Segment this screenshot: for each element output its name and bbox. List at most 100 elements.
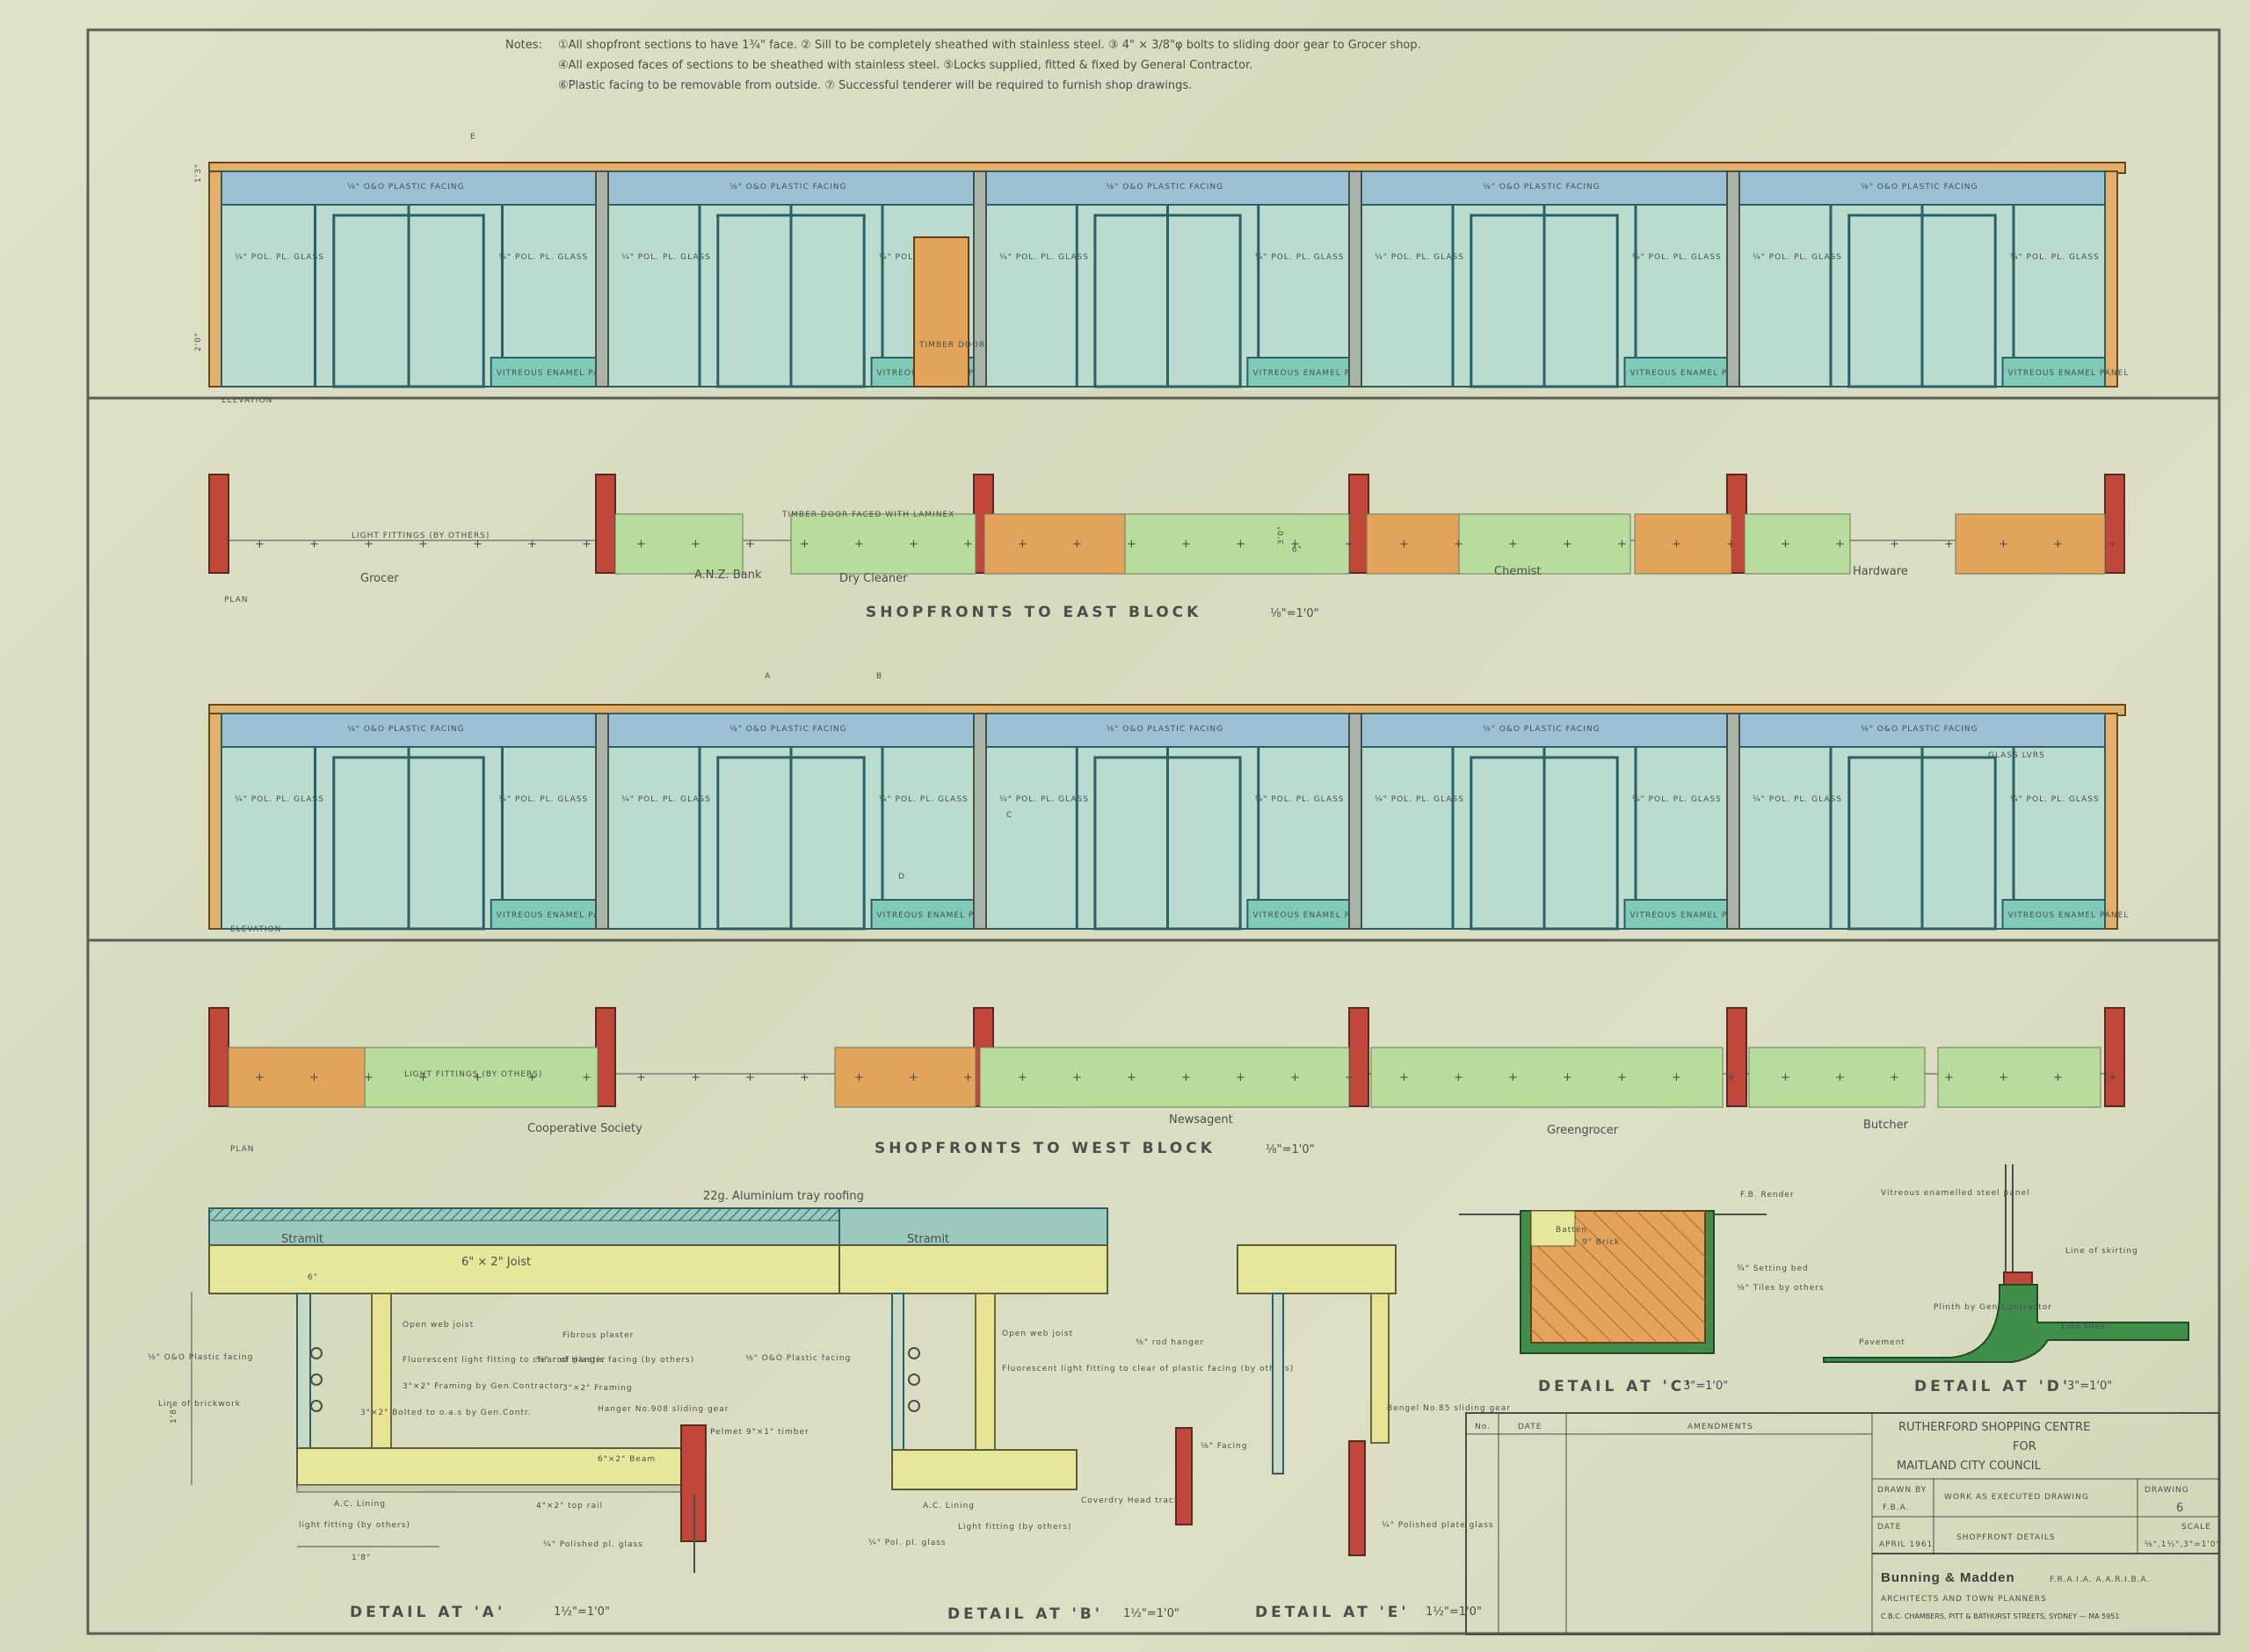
light-fitting-mark: + [364, 538, 374, 551]
end-post-right [2104, 170, 2118, 388]
detail-d-vitreous: Vitreous enamelled steel panel [1881, 1189, 2030, 1198]
enamel-panel [490, 357, 597, 388]
detail-c-batten-label: Batten [1556, 1226, 1587, 1235]
light-fitting-mark: + [364, 1071, 374, 1084]
brick-pier [2104, 474, 2125, 574]
plastic-facing-label: ⅛" O&O PLASTIC FACING [1483, 725, 1600, 734]
east-dim-bottom: 2'0" [194, 332, 203, 351]
floor-tile-area [1366, 513, 1460, 575]
glass-label: ¼" POL. PL. GLASS [1632, 253, 1722, 262]
section-mark-c: C [1006, 811, 1012, 820]
light-fitting-mark: + [909, 538, 918, 551]
detail-e-sliding: Bengel No.85 sliding gear [1387, 1404, 1511, 1413]
light-fitting-mark: + [1617, 538, 1627, 551]
light-fitting-mark: + [1835, 538, 1845, 551]
light-fitting-mark: + [963, 538, 973, 551]
construction-details: 22g. Aluminium tray roofing Stramit 6" ×… [148, 1164, 2189, 1623]
column [1726, 170, 1740, 388]
detail-a-ac-lining [296, 1484, 685, 1493]
detail-a-light-1 [310, 1347, 323, 1359]
light-fitting-mark: + [1563, 538, 1572, 551]
plastic-facing [221, 713, 597, 748]
detail-b-ac: A.C. Lining [923, 1502, 975, 1511]
tb-col-amend: AMENDMENTS [1688, 1423, 1753, 1431]
column [1348, 713, 1362, 930]
entry-door [332, 756, 485, 931]
entry-door [716, 214, 866, 388]
light-fitting-mark: + [255, 1071, 265, 1084]
tb-drawn-by: F.B.A. [1883, 1503, 1910, 1512]
tb-subject: SHOPFRONT DETAILS [1956, 1533, 2056, 1542]
note-line-1: ①All shopfront sections to have 1¾" face… [558, 39, 1421, 52]
detail-d-pavement [1823, 1284, 2189, 1363]
entry-door [716, 756, 866, 931]
detail-a-top-rail: 4"×2" top rail [536, 1502, 603, 1511]
section-mark-b: B [876, 672, 882, 681]
tb-work: WORK AS EXECUTED DRAWING [1944, 1493, 2089, 1502]
plastic-facing-label: ⅛" O&O PLASTIC FACING [1107, 725, 1224, 734]
detail-a-roofing: 22g. Aluminium tray roofing [703, 1190, 864, 1203]
light-fitting-mark: + [1345, 1071, 1354, 1084]
light-fitting-mark: + [1290, 1071, 1300, 1084]
shop-dry-cleaner: Dry Cleaner [839, 572, 908, 585]
detail-a-fluorescent: Fluorescent light fitting to clear of pl… [403, 1356, 694, 1365]
panel-label: VITREOUS ENAMEL PANEL [1630, 911, 1752, 920]
detail-e-scale: 1½"=1'0" [1426, 1605, 1482, 1619]
display-area [1458, 513, 1631, 575]
light-fitting-mark: + [1399, 538, 1409, 551]
light-fitting-mark: + [1999, 1071, 2008, 1084]
detail-a-beam-label: 6"×2" Beam [598, 1455, 656, 1464]
detail-d-lino: Lino tiles [2061, 1322, 2105, 1331]
west-block-scale: ⅛"=1'0" [1266, 1143, 1315, 1156]
detail-a-roof-tray [208, 1207, 880, 1221]
enamel-panel [1246, 899, 1350, 930]
timber-door [913, 236, 969, 388]
detail-a-rod: ⅜" rod Hanger [536, 1356, 606, 1365]
light-fitting-mark: + [582, 538, 592, 551]
glass-label: ¼" POL. PL. GLASS [879, 795, 969, 804]
brick-pier [208, 1007, 229, 1107]
glass-label: ¼" POL. PL. GLASS [2010, 795, 2100, 804]
light-fitting-mark: + [1672, 538, 1681, 551]
floor-tile-area [228, 1047, 366, 1108]
tb-drawing-no: 6 [2176, 1502, 2183, 1515]
detail-b-roof [838, 1207, 1108, 1246]
plastic-facing-label: ⅛" O&O PLASTIC FACING [729, 183, 847, 192]
glass-label: ¼" POL. PL. GLASS [2010, 253, 2100, 262]
west-elevation: ⅛" O&O PLASTIC FACING ¼" POL. PL. GLASS ¼"… [88, 704, 2219, 942]
detail-a-glass-label: ¼" Polished pl. glass [543, 1540, 643, 1549]
glass-label: ¼" POL. PL. GLASS [621, 253, 711, 262]
enamel-panel [1623, 357, 1729, 388]
detail-b-joist [838, 1244, 1108, 1294]
light-fitting-mark: + [1944, 538, 1954, 551]
floor-tile-area [1955, 513, 2106, 575]
tb-drawing-label: DRAWING [2145, 1486, 2189, 1495]
shop-newsagent: Newsagent [1169, 1113, 1233, 1127]
light-fitting-mark: + [1944, 1071, 1954, 1084]
light-fitting-mark: + [1399, 1071, 1409, 1084]
shop-greengrocer: Greengrocer [1547, 1124, 1619, 1137]
display-area [1937, 1047, 2101, 1108]
entry-door [1470, 756, 1619, 931]
floor-tile-area [1634, 513, 1732, 575]
panel-label: VITREOUS ENAMEL PANEL [497, 369, 618, 378]
detail-c-render-label: F.B. Render [1740, 1191, 1795, 1199]
tb-date: APRIL 1961 [1879, 1540, 1933, 1549]
column [973, 713, 987, 930]
light-fitting-mark: + [1781, 1071, 1790, 1084]
light-fitting-mark: + [1236, 1071, 1245, 1084]
panel-label: VITREOUS ENAMEL PANEL [2008, 911, 2130, 920]
detail-a-scale: 1½"=1'0" [554, 1605, 610, 1619]
west-plan-label: PLAN [230, 1145, 255, 1154]
light-fitting-mark: + [1726, 1071, 1736, 1084]
plastic-facing-label: ⅛" O&O PLASTIC FACING [347, 725, 465, 734]
shop-hardware: Hardware [1853, 565, 1908, 578]
detail-a-light-3 [310, 1400, 323, 1412]
detail-a-title: DETAIL AT 'A' [350, 1604, 505, 1621]
light-fitting-mark: + [1781, 538, 1790, 551]
detail-c-setting: ¾" Setting bed [1737, 1264, 1809, 1273]
glass-label: ¼" POL. PL. GLASS [621, 795, 711, 804]
shop-cooperative-society: Cooperative Society [527, 1122, 642, 1135]
shop-grocer: Grocer [360, 572, 399, 585]
